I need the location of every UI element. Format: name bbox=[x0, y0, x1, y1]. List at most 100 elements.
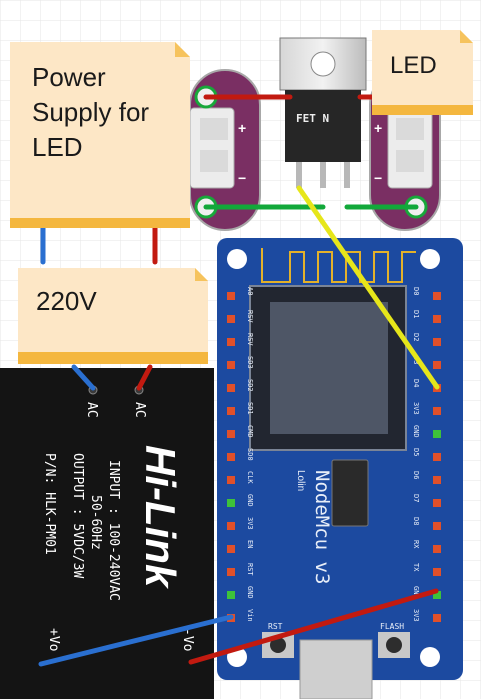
wires bbox=[38, 94, 440, 667]
right-pin-d0-0 bbox=[433, 292, 441, 300]
right-pin-d6-8 bbox=[433, 476, 441, 484]
right-pin-tx-12 bbox=[433, 568, 441, 576]
right-pin-label-6: GND bbox=[412, 425, 420, 438]
left-pin-label-0: A0 bbox=[246, 287, 254, 295]
left-pin-3v3-10 bbox=[227, 522, 235, 530]
note-led-text: LED bbox=[390, 52, 437, 79]
right-pin-label-4: D4 bbox=[412, 379, 420, 387]
nodemcu-board: NodeMcu v3 Lolin RST FLASH A0RSVRSVSD3SD… bbox=[217, 238, 463, 699]
left-connector: + − bbox=[189, 69, 261, 231]
hilink-input: INPUT : 100-240VAC bbox=[106, 460, 121, 601]
right-pin-label-2: D2 bbox=[412, 333, 420, 341]
note-led: LED bbox=[372, 30, 473, 115]
left-pin-label-5: SD1 bbox=[246, 402, 254, 415]
wire-red-ac-out bbox=[136, 364, 153, 391]
right-pin-3v3-5 bbox=[433, 407, 441, 415]
left-pin-label-2: RSV bbox=[246, 333, 254, 346]
left-pin-header: A0RSVRSVSD3SD2SD1CMDSD0CLKGND3V3ENRSTGND… bbox=[227, 287, 254, 622]
right-pin-rx-11 bbox=[433, 545, 441, 553]
left-pin-rsv-2 bbox=[227, 338, 235, 346]
left-pin-cmd-6 bbox=[227, 430, 235, 438]
left-pin-sd2-4 bbox=[227, 384, 235, 392]
rst-label: RST bbox=[268, 622, 283, 631]
note-mains: 220V bbox=[18, 268, 208, 364]
right-pin-d7-9 bbox=[433, 499, 441, 507]
mount-hole-bottom-right bbox=[420, 647, 440, 667]
right-pin-gnd-6 bbox=[433, 430, 441, 438]
right-connector-minus: − bbox=[374, 170, 382, 186]
right-pin-d3-3 bbox=[433, 361, 441, 369]
wire-red-gnd bbox=[188, 588, 439, 665]
right-connector-plus: + bbox=[374, 120, 382, 136]
mosfet-gate-leg bbox=[296, 162, 302, 188]
note-power-supply-line-2: Supply for bbox=[32, 97, 149, 127]
mosfet-source-leg bbox=[344, 162, 350, 188]
left-pin-label-4: SD2 bbox=[246, 379, 254, 392]
right-pin-d8-10 bbox=[433, 522, 441, 530]
note-mains-text: 220V bbox=[36, 286, 97, 316]
hilink-ac-left: AC bbox=[84, 402, 99, 418]
hilink-output: OUTPUT : 5VDC/3W bbox=[70, 453, 85, 578]
note-power-supply-line-3: LED bbox=[32, 132, 83, 162]
left-pin-gnd-13 bbox=[227, 591, 235, 599]
wire-yellow-gate-d4 bbox=[296, 185, 440, 390]
left-connector-plus: + bbox=[238, 120, 246, 136]
right-pin-label-7: D5 bbox=[412, 448, 420, 456]
right-pin-d2-2 bbox=[433, 338, 441, 346]
hilink-freq: 50-60Hz bbox=[88, 495, 103, 550]
left-pin-label-11: EN bbox=[246, 540, 254, 548]
flash-label: FLASH bbox=[380, 622, 404, 631]
right-pin-label-5: 3V3 bbox=[412, 402, 420, 415]
left-connector-minus: − bbox=[238, 170, 246, 186]
left-pin-label-9: GND bbox=[246, 494, 254, 507]
left-pin-en-11 bbox=[227, 545, 235, 553]
left-pin-label-8: CLK bbox=[246, 471, 254, 484]
left-pin-clk-8 bbox=[227, 476, 235, 484]
hilink-psu-module: Hi-Link INPUT : 100-240VAC 50-60Hz OUTPU… bbox=[0, 368, 214, 699]
mosfet-drain-leg bbox=[320, 162, 326, 188]
left-pin-label-13: GND bbox=[246, 586, 254, 599]
hilink-label-block: Hi-Link INPUT : 100-240VAC 50-60Hz OUTPU… bbox=[42, 445, 184, 601]
right-pin-label-14: 3V3 bbox=[412, 609, 420, 622]
right-pin-label-1: D1 bbox=[412, 310, 420, 318]
hilink-plus-vo: +Vo bbox=[46, 628, 61, 651]
left-pin-sd1-5 bbox=[227, 407, 235, 415]
right-pin-label-9: D7 bbox=[412, 494, 420, 502]
left-pin-label-10: 3V3 bbox=[246, 517, 254, 530]
left-pin-label-12: RST bbox=[246, 563, 254, 576]
antenna-trace bbox=[261, 248, 416, 283]
right-pin-header: D0D1D2D3D43V3GNDD5D6D7D8RXTXGND3V3 bbox=[412, 287, 441, 622]
left-pin-label-7: SD0 bbox=[246, 448, 254, 461]
right-pin-label-8: D6 bbox=[412, 471, 420, 479]
mosfet-transistor: FET N bbox=[279, 37, 367, 188]
left-pin-rsv-1 bbox=[227, 315, 235, 323]
note-power-supply: Power Supply for LED bbox=[10, 42, 190, 228]
note-power-supply-line-1: Power bbox=[32, 62, 106, 92]
hilink-ac-right: AC bbox=[132, 402, 147, 418]
mount-hole-top-left bbox=[227, 249, 247, 269]
left-pin-sd3-3 bbox=[227, 361, 235, 369]
right-pin-label-10: D8 bbox=[412, 517, 420, 525]
nodemcu-name: NodeMcu v3 bbox=[311, 470, 333, 584]
right-pin-label-11: RX bbox=[412, 540, 420, 549]
left-pin-rst-12 bbox=[227, 568, 235, 576]
hilink-brand: Hi-Link bbox=[137, 445, 184, 590]
left-pin-label-6: CMD bbox=[246, 425, 254, 438]
mosfet-label: FET N bbox=[296, 112, 329, 125]
right-pin-label-0: D0 bbox=[412, 287, 420, 295]
hilink-part: P/N: HLK-PM01 bbox=[42, 453, 57, 555]
right-pin-3v3-14 bbox=[433, 614, 441, 622]
right-pin-label-12: TX bbox=[412, 563, 420, 572]
esp-shield bbox=[270, 302, 388, 434]
left-pin-label-1: RSV bbox=[246, 310, 254, 323]
hilink-minus-vo: -Vo bbox=[180, 628, 195, 651]
right-pin-label-13: GND bbox=[412, 586, 420, 599]
mount-hole-top-right bbox=[420, 249, 440, 269]
nodemcu-maker: Lolin bbox=[295, 470, 306, 491]
right-pin-gnd-13 bbox=[433, 591, 441, 599]
wire-blue-vin bbox=[38, 614, 234, 667]
wire-blue-ac-out bbox=[71, 364, 96, 391]
right-pin-d5-7 bbox=[433, 453, 441, 461]
